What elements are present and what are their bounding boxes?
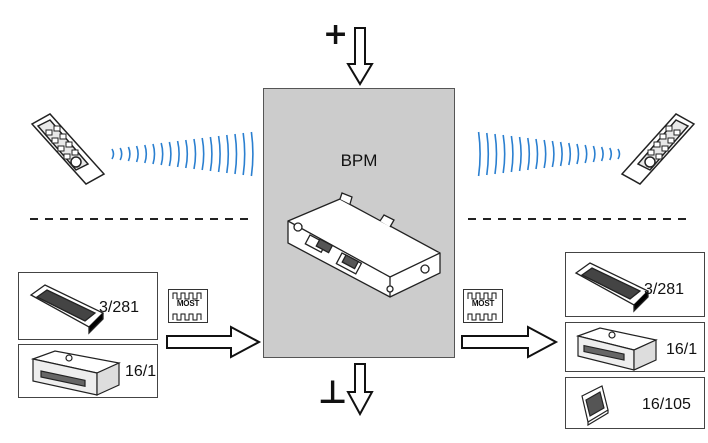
ground-symbol: ⊥ <box>318 373 348 411</box>
right-dashed-separator <box>468 218 688 220</box>
signal-wave <box>477 131 481 177</box>
signal-wave <box>250 131 254 177</box>
right-component-16-105: 16/105 <box>565 377 705 429</box>
signal-wave <box>543 139 547 169</box>
signal-wave <box>152 143 156 165</box>
signal-wave <box>176 140 180 168</box>
left-most-bus-icon: MOST <box>168 289 208 323</box>
signal-wave <box>193 138 197 170</box>
signal-wave <box>226 134 230 174</box>
left-remote-key-icon <box>30 113 106 185</box>
signal-wave <box>486 132 490 176</box>
signal-wave <box>185 139 189 169</box>
left-bus-arrow-icon <box>166 325 262 359</box>
signal-wave <box>111 148 115 160</box>
right-component-16-1: 16/1 <box>565 322 705 372</box>
head-unit-icon <box>30 350 121 396</box>
bpm-control-unit: BPM <box>263 88 455 358</box>
right-component-label-3-281: 3/281 <box>644 281 685 298</box>
signal-wave <box>502 134 506 174</box>
signal-wave <box>201 137 205 171</box>
right-bus-arrow-icon <box>461 325 559 359</box>
right-component-label-16-1: 16/1 <box>666 341 698 358</box>
right-wireless-signal-icon <box>477 131 621 177</box>
left-component-label-16-1: 16/1 <box>125 363 157 380</box>
signal-wave <box>217 135 221 173</box>
right-most-label: MOST <box>471 299 495 308</box>
signal-wave <box>510 135 514 173</box>
left-most-label: MOST <box>176 299 200 308</box>
right-component-label-16-105: 16/105 <box>642 396 691 413</box>
right-component-3-281: 3/281 <box>565 252 705 317</box>
signal-wave <box>209 136 213 172</box>
signal-wave <box>234 133 238 175</box>
signal-wave <box>135 145 139 163</box>
signal-wave <box>568 142 572 166</box>
left-component-label-3-281: 3/281 <box>99 299 140 316</box>
signal-wave <box>119 147 123 161</box>
right-most-bus-icon: MOST <box>463 289 503 323</box>
signal-wave <box>576 143 580 165</box>
left-component-16-1: 16/1 <box>18 344 158 398</box>
signal-wave <box>168 141 172 167</box>
bpm-module-icon <box>287 192 441 298</box>
signal-wave <box>609 147 613 161</box>
head-unit-icon <box>575 327 658 371</box>
signal-wave <box>600 146 604 162</box>
supply-arrow-down-icon <box>346 27 374 86</box>
signal-wave <box>551 140 555 168</box>
signal-wave <box>242 132 246 176</box>
signal-wave <box>144 144 148 164</box>
module-icon <box>581 385 609 426</box>
display-unit-icon <box>29 284 105 335</box>
right-remote-key-icon <box>620 113 696 185</box>
signal-wave <box>592 145 596 163</box>
signal-wave <box>160 142 164 166</box>
signal-wave <box>518 136 522 172</box>
signal-wave <box>584 144 588 164</box>
left-dashed-separator <box>30 218 250 220</box>
plus-symbol: + <box>323 17 349 52</box>
signal-wave <box>527 137 531 171</box>
signal-wave <box>559 141 563 167</box>
left-component-3-281: 3/281 <box>18 272 158 340</box>
signal-wave <box>494 133 498 175</box>
signal-wave <box>617 148 621 160</box>
left-wireless-signal-icon <box>111 131 254 177</box>
signal-wave <box>535 138 539 170</box>
bpm-label: BPM <box>340 151 378 170</box>
display-unit-icon <box>574 262 650 313</box>
signal-wave <box>127 146 131 162</box>
ground-arrow-down-icon <box>346 363 374 417</box>
